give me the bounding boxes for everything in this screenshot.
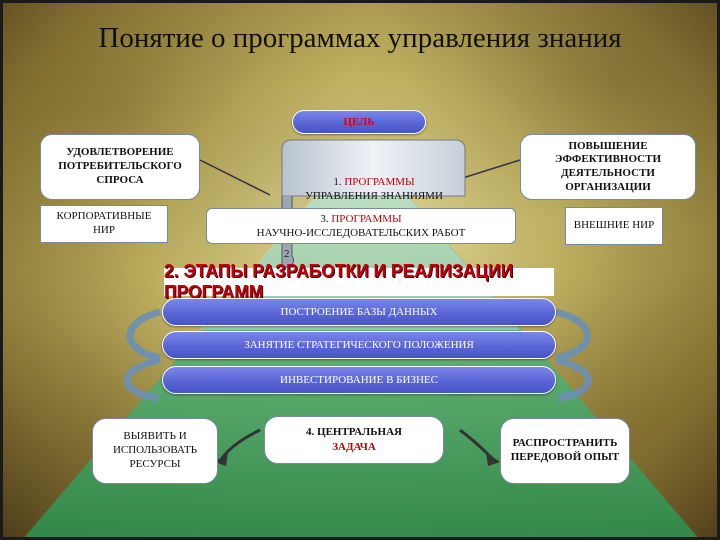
arrowhead-right	[486, 452, 500, 466]
cycle-arrow-right	[555, 308, 591, 362]
box-consumer-demand: УДОВЛЕТВОРЕНИЕ ПОТРЕБИТЕЛЬСКОГО СПРОСА	[40, 134, 200, 200]
program-1-highlight: ПРОГРАММЫ	[344, 176, 415, 188]
stages-heading: 2. ЭТАПЫ РАЗРАБОТКИ И РЕАЛИЗАЦИИ ПРОГРАМ…	[164, 261, 554, 302]
stage-1-label: ПОСТРОЕНИЕ БАЗЫ ДАННЫХ	[280, 306, 438, 318]
cycle-arrow-left	[126, 308, 161, 362]
box-efficiency: ПОВЫШЕНИЕ ЭФФЕКТИВНОСТИ ДЕЯТЕЛЬНОСТИ ОРГ…	[520, 134, 696, 200]
cycle-arrow-right-2	[555, 356, 592, 402]
central-task-box: 4. ЦЕНТРАЛЬНАЯ ЗАДАЧА	[264, 416, 444, 464]
box-spread-experience: РАСПРОСТРАНИТЬ ПЕРЕДОВОЙ ОПЫТ	[500, 418, 630, 484]
program-3-rest: НАУЧНО-ИССЛЕДОВАТЕЛЬСКИХ РАБОТ	[256, 227, 466, 239]
scroll-shape	[281, 139, 466, 197]
box-efficiency-label: ПОВЫШЕНИЕ ЭФФЕКТИВНОСТИ ДЕЯТЕЛЬНОСТИ ОРГ…	[554, 139, 662, 193]
goal-pill: ЦЕЛЬ	[292, 110, 426, 134]
box-corporate-research: КОРПОРАТИВНЫЕ НИР	[40, 205, 168, 243]
box-use-resources: ВЫЯВИТЬ И ИСПОЛЬЗОВАТЬ РЕСУРСЫ	[92, 418, 218, 484]
stage-2: ЗАНЯТИЕ СТРАТЕГИЧЕСКОГО ПОЛОЖЕНИЯ	[162, 331, 556, 359]
program-1-label: 1. ПРОГРАММЫ УПРАВЛЕНИЯ ЗНАНИЯМИ	[284, 175, 464, 204]
box-corporate-research-label: КОРПОРАТИВНЫЕ НИР	[56, 210, 152, 236]
box-external-research: ВНЕШНИЕ НИР	[565, 207, 663, 245]
goal-label: ЦЕЛЬ	[343, 116, 375, 128]
program-3-prefix: 3.	[320, 212, 332, 225]
stage-1: ПОСТРОЕНИЕ БАЗЫ ДАННЫХ	[162, 298, 556, 326]
stage-3: ИНВЕСТИРОВАНИЕ В БИЗНЕС	[162, 366, 556, 394]
central-task-line2: ЗАДАЧА	[332, 441, 376, 453]
stage-3-label: ИНВЕСТИРОВАНИЕ В БИЗНЕС	[280, 374, 438, 386]
box-use-resources-label: ВЫЯВИТЬ И ИСПОЛЬЗОВАТЬ РЕСУРСЫ	[112, 430, 198, 470]
box-consumer-demand-label: УДОВЛЕТВОРЕНИЕ ПОТРЕБИТЕЛЬСКОГО СПРОСА	[58, 146, 182, 186]
arrowhead-left	[215, 452, 228, 466]
stage-2-label: ЗАНЯТИЕ СТРАТЕГИЧЕСКОГО ПОЛОЖЕНИЯ	[244, 339, 474, 351]
program-3-box: 3. ПРОГРАММЫ НАУЧНО-ИССЛЕДОВАТЕЛЬСКИХ РА…	[206, 208, 516, 244]
central-task-line1: 4. ЦЕНТРАЛЬНАЯ	[306, 426, 402, 439]
box-external-research-label: ВНЕШНИЕ НИР	[573, 219, 655, 232]
program-1-rest: УПРАВЛЕНИЯ ЗНАНИЯМИ	[305, 190, 443, 203]
slide-title: Понятие о программах управления знания	[98, 22, 622, 54]
box-spread-experience-label: РАСПРОСТРАНИТЬ ПЕРЕДОВОЙ ОПЫТ	[510, 437, 620, 463]
scroll-number: 2	[284, 248, 290, 260]
program-1-prefix: 1.	[333, 176, 345, 188]
cycle-arrow-left-2	[123, 356, 161, 402]
program-3-highlight: ПРОГРАММЫ	[331, 212, 402, 225]
connector-line	[199, 159, 271, 196]
